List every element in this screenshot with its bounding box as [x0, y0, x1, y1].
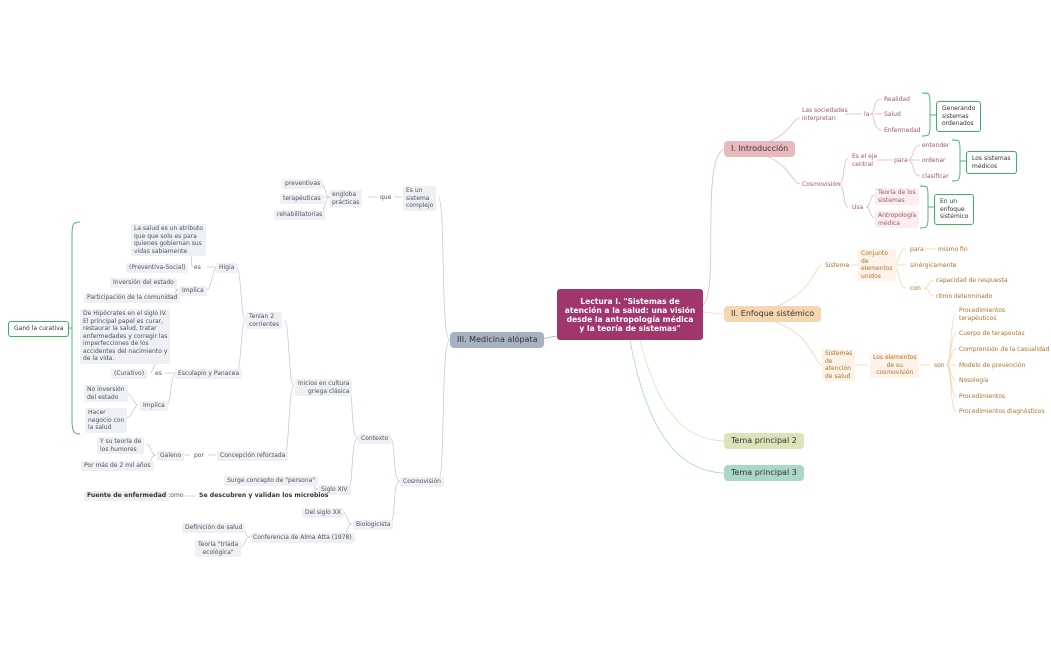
node-participacion-comunidad[interactable]: Participación de la comunidad [84, 293, 181, 303]
node-entender[interactable]: entender [922, 142, 950, 149]
node-galeno[interactable]: Galeno [157, 451, 185, 461]
node-siglo-xiv[interactable]: Siglo XIV [318, 485, 351, 495]
topic-medicina-alopata[interactable]: III. Medicina alópata [450, 332, 545, 348]
topic-tema-principal-3[interactable]: Tema principal 3 [724, 465, 804, 481]
node-cosmovision-intro[interactable]: Cosmovisión [802, 181, 840, 188]
topic-tema-principal-2[interactable]: Tema principal 2 [724, 433, 804, 449]
list-item-procedimientos-terapeuticos[interactable]: Procedimientos terapéuticos [959, 307, 1006, 322]
node-contexto[interactable]: Contexto [358, 434, 392, 444]
node-fuente-enfermedad[interactable]: Fuente de enfermedad [84, 491, 170, 501]
node-tenian-corrientes[interactable]: Tenían 2 corrientes [246, 312, 283, 329]
summary-generando[interactable]: Generando sistemas ordenados [936, 101, 982, 132]
node-mismo-fin[interactable]: mismo fin [938, 246, 968, 253]
node-ritmo-determinado[interactable]: ritmo determinado [936, 293, 993, 300]
node-triada-ecologica[interactable]: Teoría "tríada ecológica" [195, 540, 242, 557]
node-preventivas[interactable]: preventivas [282, 179, 324, 189]
node-es-higia[interactable]: es [194, 264, 201, 271]
node-capacidad-respuesta[interactable]: capacidad de respuesta [936, 277, 1008, 284]
node-microbios[interactable]: Se descubren y validan los microbios [199, 492, 329, 499]
node-realidad[interactable]: Realidad [884, 96, 910, 103]
node-no-inversion[interactable]: No inversión del estado [84, 385, 128, 402]
node-la[interactable]: la [864, 111, 870, 118]
node-elementos-cosmovision[interactable]: Los elementos de su cosmovisión [870, 353, 920, 378]
node-que[interactable]: que [380, 194, 392, 201]
central-topic[interactable]: Lectura I. "Sistemas de atención a la sa… [557, 289, 703, 340]
summary-enfoque-sistemico[interactable]: En un enfoque sistémico [934, 194, 975, 225]
node-es-esculapio[interactable]: es [155, 370, 162, 377]
node-clasificar[interactable]: clasificar [922, 173, 949, 180]
node-hacer-negocio[interactable]: Hacer negocio con la salud [85, 408, 128, 433]
list-item-nosologia[interactable]: Nosología [959, 377, 989, 384]
node-sistemas-atencion[interactable]: Sistemas de atención de salud [822, 349, 856, 381]
node-cosmovision-medicina[interactable]: Cosmovisión [400, 477, 444, 487]
node-usa[interactable]: Usa [852, 204, 864, 211]
list-item-comprension-casualidad[interactable]: Comprensión de la casualidad [959, 346, 1050, 353]
node-higia[interactable]: Higia [216, 263, 238, 273]
node-para[interactable]: para [894, 157, 908, 164]
node-implica-esculapio[interactable]: Implica [140, 401, 168, 411]
node-hipocrates[interactable]: De Hipócrates en el siglo IV. El princip… [80, 309, 171, 364]
node-alma-ata[interactable]: Conferencia de Alma Atta (1978) [250, 533, 355, 543]
topic-introduccion[interactable]: I. Introducción [724, 141, 796, 157]
node-sistema[interactable]: Sistema [825, 262, 850, 269]
node-para-enfoque[interactable]: para [910, 246, 924, 253]
node-engloba[interactable]: engloba prácticas [329, 190, 363, 207]
node-antropologia-medica[interactable]: Antropología médica [875, 211, 920, 228]
node-salud[interactable]: Salud [884, 111, 901, 118]
node-esculapio[interactable]: Esculapio y Panacea [175, 369, 243, 379]
list-item-procedimientos[interactable]: Procedimientos [959, 393, 1006, 400]
node-salud-atributo[interactable]: La salud es un atributo que que solo es … [131, 224, 206, 256]
node-teoria-humores[interactable]: Y su teoría de los humores [97, 437, 145, 454]
summary-gano-curativa[interactable]: Ganó la curativa [8, 321, 70, 337]
node-biologicista[interactable]: Biologicista [353, 520, 394, 530]
node-son[interactable]: son [934, 362, 945, 369]
node-concepcion-reforzada[interactable]: Concepción reforzada [217, 451, 289, 461]
node-preventiva-social[interactable]: (Preventiva-Social) [126, 263, 189, 273]
node-eje-central[interactable]: Es el eje central [852, 153, 878, 168]
node-por[interactable]: por [194, 452, 204, 459]
node-ordenar[interactable]: ordenar [922, 157, 946, 164]
node-definicion-salud[interactable]: Definición de salud [182, 523, 246, 533]
node-rehabilitatorias[interactable]: rehabilitatorias [274, 210, 326, 220]
node-enfermedad[interactable]: Enfermedad [884, 127, 921, 134]
node-surge-persona[interactable]: Surge concepto de "persona" [224, 476, 319, 486]
node-con[interactable]: con [910, 285, 921, 292]
list-item-modelo-prevencion[interactable]: Modelo de prevención [959, 362, 1026, 369]
node-teoria-sistemas[interactable]: Teoría de los sistemas [875, 188, 919, 205]
node-conjunto-elementos[interactable]: Conjunto de elementos unidos [858, 249, 896, 281]
node-sociedades[interactable]: Las sociedades interpretan [802, 107, 848, 122]
node-terapeuticas[interactable]: terapéuticas [280, 194, 324, 204]
list-item-procedimientos-diagnosticos[interactable]: Procedimientos diagnósticos [959, 408, 1045, 415]
node-como[interactable]: como [167, 492, 184, 499]
node-implica-higia[interactable]: Implica [179, 286, 207, 296]
node-sistema-complejo[interactable]: Es un sistema complejo [403, 186, 437, 211]
node-inversion-estado[interactable]: Inversión del estado [110, 278, 177, 288]
summary-sistemas-medicos[interactable]: Los sistemas médicos [966, 151, 1017, 174]
list-item-cuerpo-terapeutas[interactable]: Cuerpo de terapeutas [959, 330, 1025, 337]
node-mas-2mil-anos[interactable]: Por más de 2 mil años [81, 461, 154, 471]
node-sinergicamente[interactable]: sinérgicamente [910, 262, 957, 269]
node-siglo-xx[interactable]: Del siglo XX [302, 508, 344, 518]
node-curativo[interactable]: (Curativo) [111, 369, 148, 379]
node-inicios-griega[interactable]: Inicios en cultura griega clásica [295, 379, 353, 396]
topic-enfoque-sistemico[interactable]: II. Enfoque sistémico [724, 306, 822, 322]
